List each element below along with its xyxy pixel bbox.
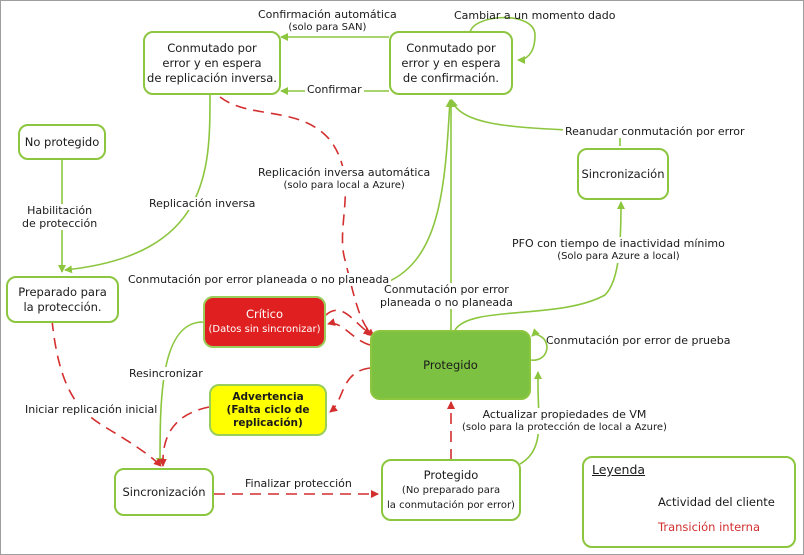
node-line: Sincronización — [122, 484, 206, 499]
label-line: planeada o no planeada — [380, 296, 513, 309]
label-enable-protection: Habilitación de protección — [22, 204, 98, 230]
label-line: (solo para local a Azure) — [283, 180, 405, 191]
label-initial-replication: Iniciar replicación inicial — [23, 403, 160, 416]
label-confirm: Confirmar — [305, 83, 364, 96]
node-warning: Advertencia (Falta ciclo de replicación) — [209, 384, 327, 436]
edge-from-critical — [325, 309, 372, 335]
node-line: de confirmación. — [402, 70, 500, 85]
node-sync-bottom: Sincronización — [114, 468, 214, 516]
label-line: Habilitación — [27, 204, 93, 217]
node-protected: Protegido — [370, 330, 531, 400]
edge-to-warning — [329, 367, 371, 413]
label-planned-failover-left: Conmutación por error planeada o no plan… — [126, 273, 392, 286]
edge-warning-resync — [158, 406, 210, 467]
node-line: (Falta ciclo de — [226, 403, 310, 416]
node-line: Conmutado por — [406, 40, 496, 55]
node-line: Preparado para — [18, 284, 107, 299]
node-critical: Crítico (Datos sin sincronizar) — [203, 296, 326, 348]
node-line: la conmutación por error) — [387, 499, 515, 511]
edge-to-critical — [327, 318, 371, 346]
label-finish-protection: Finalizar protección — [243, 477, 354, 490]
node-ready-for-protection: Preparado para la protección. — [6, 276, 119, 323]
edge-test-failover — [530, 328, 548, 361]
edge-initial-replication — [51, 319, 162, 467]
edge-resume-failover — [450, 99, 621, 146]
label-resume-failover: Reanudar conmutación por error — [563, 125, 747, 138]
label-auto-commit: Confirmación automática (solo para SAN) — [258, 8, 397, 34]
node-line: error y en espera — [401, 55, 501, 70]
label-resync: Resincronizar — [127, 367, 205, 380]
node-protected-not-ready: Protegido (No preparado para la conmutac… — [381, 459, 521, 521]
label-line: (Solo para Azure a local) — [557, 251, 680, 262]
node-failed-over-commit: Conmutado por error y en espera de confi… — [389, 31, 513, 95]
edge-reverse-replication — [64, 94, 211, 274]
node-line: Crítico — [245, 307, 283, 321]
node-line: Sincronización — [581, 166, 665, 181]
edge-change-anytime — [469, 16, 536, 64]
legend: Leyenda Actividad del cliente Transición… — [582, 456, 796, 548]
node-line: Protegido — [423, 357, 478, 372]
label-pfo: PFO con tiempo de inactividad mínimo (So… — [512, 237, 725, 263]
label-line: (solo para la protección de local a Azur… — [462, 422, 667, 433]
edge-resync — [156, 321, 204, 466]
label-test-failover: Conmutación por error de prueba — [546, 334, 731, 347]
node-line: de replicación inversa. — [147, 70, 277, 85]
legend-internal-transition: Transición interna — [658, 520, 761, 534]
label-reverse-replication: Replicación inversa — [147, 197, 258, 210]
label-line: Replicación inversa automática — [258, 166, 431, 179]
node-line: la protección. — [23, 299, 102, 314]
legend-title: Leyenda — [592, 462, 646, 477]
node-line: (Datos sin sincronizar) — [208, 324, 321, 335]
node-line: No protegido — [24, 134, 100, 149]
node-line: (No preparado para — [401, 484, 501, 496]
label-auto-reverse: Replicación inversa automática (solo par… — [258, 166, 431, 192]
edge-planned-failover-left — [379, 99, 454, 286]
label-line: PFO con tiempo de inactividad mínimo — [512, 237, 725, 250]
node-line: Protegido — [423, 467, 479, 482]
node-not-protected: No protegido — [18, 124, 106, 160]
edge-pfo — [454, 201, 625, 331]
node-failed-over-reverse: Conmutado por error y en espera de repli… — [143, 31, 281, 95]
node-line: replicación) — [233, 416, 303, 429]
label-line: Confirmación automática — [258, 8, 397, 21]
label-line: Actualizar propiedades de VM — [482, 408, 647, 421]
node-line: Conmutado por — [167, 40, 257, 55]
legend-customer-activity: Actividad del cliente — [658, 495, 775, 509]
label-line: Conmutación por error — [384, 283, 509, 296]
label-update-vm: Actualizar propiedades de VM (solo para … — [462, 408, 667, 434]
label-line: (solo para SAN) — [288, 22, 367, 33]
node-line: error y en espera — [162, 55, 262, 70]
label-line: de protección — [22, 217, 98, 230]
node-line: Advertencia — [232, 390, 304, 403]
label-planned-failover-right: Conmutación por error planeada o no plan… — [380, 283, 513, 309]
label-change-anytime: Cambiar a un momento dado — [454, 9, 616, 22]
node-sync-top: Sincronización — [577, 148, 669, 200]
edge-auto-reverse — [219, 96, 375, 337]
